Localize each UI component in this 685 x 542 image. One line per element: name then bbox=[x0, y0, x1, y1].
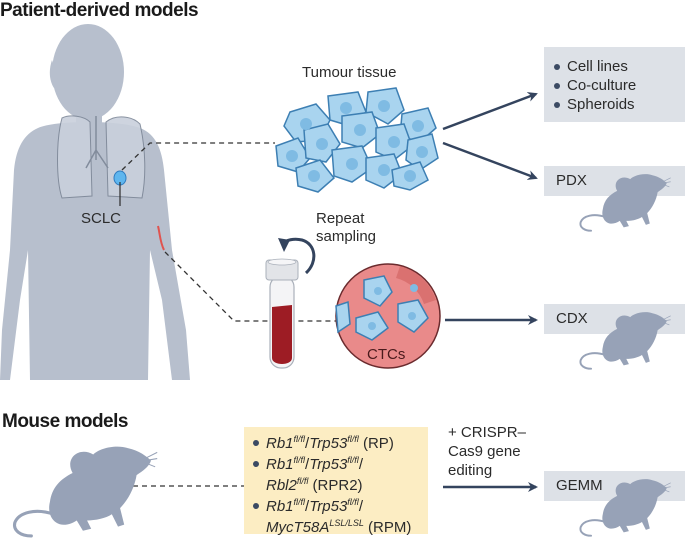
allele-superscript: fl/fl bbox=[347, 497, 359, 507]
allele-superscript: fl/fl bbox=[296, 476, 309, 486]
culture-list: Cell lines Co-culture Spheroids bbox=[551, 57, 636, 114]
gene-name: Rb1 bbox=[266, 498, 294, 515]
crispr-label: + CRISPR– Cas9 gene editing bbox=[448, 423, 526, 480]
allele-superscript: fl/fl bbox=[347, 434, 359, 444]
genotype-item: Rb1fl/fl/Trp53fl/fl/MycT58ALSL/LSL (RPM) bbox=[250, 496, 428, 538]
tumour-tissue-icon bbox=[275, 87, 439, 193]
blood-tube-icon bbox=[265, 258, 299, 369]
lung-to-tissue-connector bbox=[121, 142, 275, 171]
pdx-label: PDX bbox=[556, 172, 587, 189]
genotype-box: Rb1fl/fl/Trp53fl/fl (RP)Rb1fl/fl/Trp53fl… bbox=[244, 427, 428, 536]
repeat-sampling-arrow-icon bbox=[278, 237, 316, 275]
ctcs-label: CTCs bbox=[367, 346, 406, 363]
culture-item: Cell lines bbox=[551, 57, 636, 76]
crispr-line3: editing bbox=[448, 462, 493, 479]
gene-name: Trp53 bbox=[309, 498, 348, 515]
gene-name: Trp53 bbox=[309, 456, 348, 473]
gemm-label: GEMM bbox=[556, 477, 603, 494]
crispr-line2: Cas9 gene bbox=[448, 443, 521, 460]
ctc-circle-icon bbox=[336, 264, 441, 369]
cdx-label: CDX bbox=[556, 310, 588, 327]
gene-name: MycT58A bbox=[266, 519, 330, 536]
allele-superscript: fl/fl bbox=[347, 455, 359, 465]
crispr-line1: + CRISPR– bbox=[448, 424, 526, 441]
blood-draw-site-icon bbox=[157, 225, 165, 251]
arrow-to-pdx bbox=[442, 141, 538, 180]
genotype-item: Rb1fl/fl/Trp53fl/fl (RP) bbox=[250, 433, 428, 454]
gene-name: Trp53 bbox=[309, 435, 348, 452]
patient-models-heading: Patient-derived models bbox=[0, 0, 199, 21]
genotype-item: Rb1fl/fl/Trp53fl/fl/Rbl2fl/fl (RPR2) bbox=[250, 454, 428, 496]
mouse-models-heading: Mouse models bbox=[2, 411, 128, 432]
repeat-label-line1: Repeat bbox=[316, 210, 365, 227]
repeat-sampling-label: Repeat sampling bbox=[316, 210, 376, 246]
genotype-list: Rb1fl/fl/Trp53fl/fl (RP)Rb1fl/fl/Trp53fl… bbox=[250, 433, 428, 538]
allele-superscript: fl/fl bbox=[293, 434, 306, 444]
culture-item: Spheroids bbox=[551, 95, 636, 114]
human-silhouette-icon bbox=[0, 24, 190, 380]
tumour-tissue-label: Tumour tissue bbox=[302, 64, 397, 81]
repeat-label-line2: sampling bbox=[316, 228, 377, 245]
allele-superscript: fl/fl bbox=[293, 497, 306, 507]
arrow-to-cultures bbox=[442, 92, 538, 131]
culture-box bbox=[544, 47, 685, 122]
mouse-model-icon bbox=[12, 444, 160, 538]
allele-superscript: LSL/LSL bbox=[329, 518, 364, 528]
gene-name: Rbl2 bbox=[266, 477, 297, 494]
allele-superscript: fl/fl bbox=[293, 455, 306, 465]
gene-name: Rb1 bbox=[266, 456, 294, 473]
sclc-label: SCLC bbox=[81, 210, 122, 227]
culture-item: Co-culture bbox=[551, 76, 636, 95]
gene-name: Rb1 bbox=[266, 435, 294, 452]
